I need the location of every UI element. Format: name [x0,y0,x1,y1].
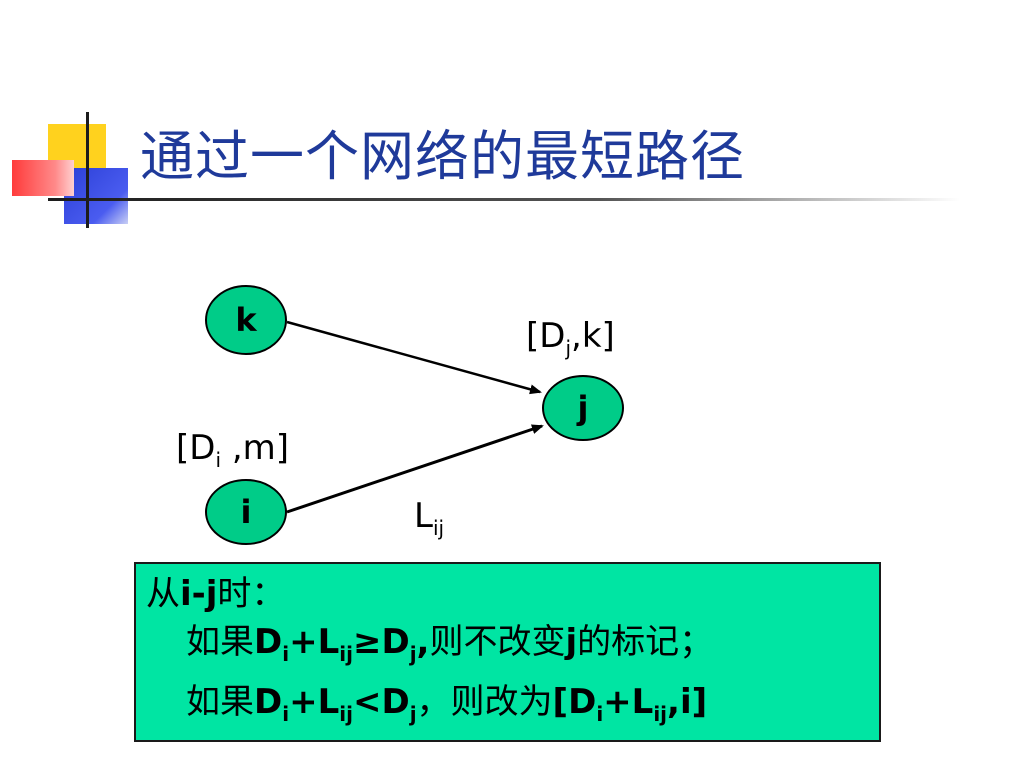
edge-i-j [286,424,544,514]
deco-vertical-line [86,112,89,228]
node-k-label: k [235,301,257,339]
deco-blue-square [64,168,128,224]
node-j: j [542,375,624,441]
rule-line-2: 如果Di+Lij≥Dj,则不改变j的标记； [186,622,714,666]
node-i: i [205,479,287,545]
node-k: k [205,285,287,355]
node-j-annotation: [Dj,k] [526,316,615,360]
node-j-label: j [576,389,589,427]
node-i-annotation: [Di ,m] [176,428,290,472]
rule-line-3: 如果Di+Lij<Dj，则改为[Di+Lij,i] [186,682,708,726]
update-rule-box: 从i-j时： 如果Di+Lij≥Dj,则不改变j的标记； 如果Di+Lij<Dj… [134,562,881,742]
node-i-label: i [241,493,252,531]
edge-length-label: Lij [414,496,445,540]
shortest-path-diagram: k j i [205,285,624,545]
edge-k-j [286,320,542,395]
title-underline [60,198,960,201]
rule-line-1: 从i-j时： [146,574,286,614]
deco-red-bar [12,160,74,196]
page-title: 通过一个网络的最短路径 [140,125,745,188]
